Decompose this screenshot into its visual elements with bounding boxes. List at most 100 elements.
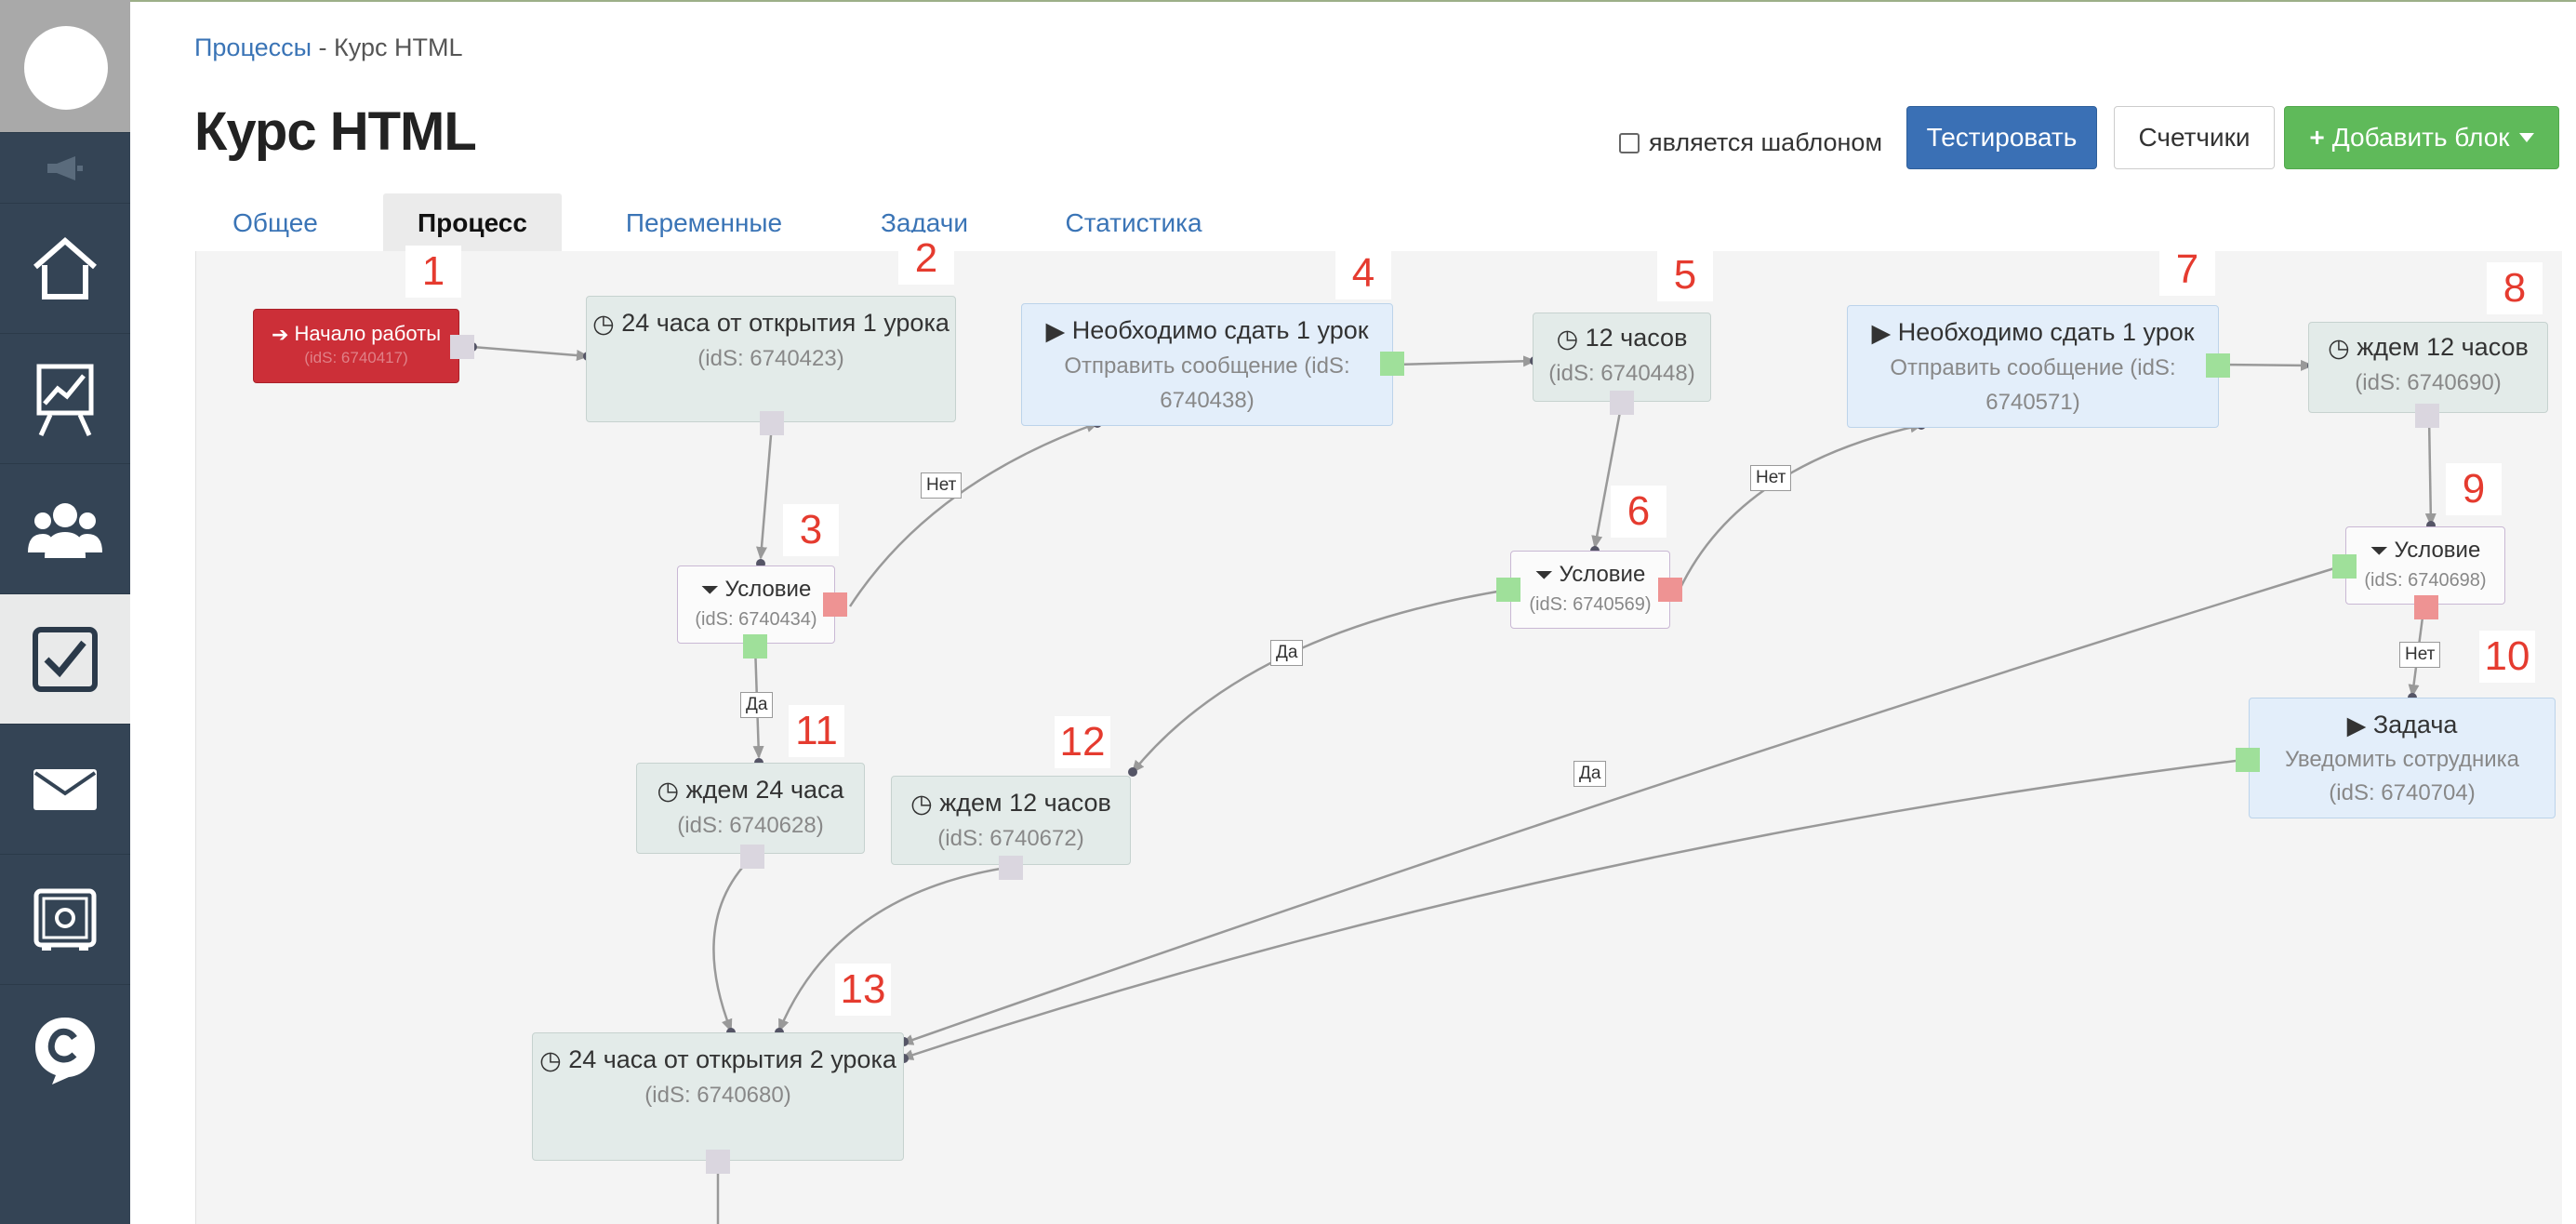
node-output-port[interactable] (760, 411, 784, 435)
node-output-port[interactable] (2415, 404, 2439, 428)
node-timer[interactable]: ◷ 24 часа от открытия 1 урока (idS: 6740… (586, 296, 956, 422)
node-ids: (idS: 6740704) (2329, 780, 2476, 806)
sidebar-item-stats[interactable] (0, 333, 130, 463)
node-output-port[interactable] (999, 856, 1023, 880)
mail-icon (33, 768, 97, 810)
node-title: Условие (724, 577, 812, 602)
node-title: 24 часа от открытия 2 урока (568, 1045, 896, 1073)
node-ids: (idS: 6740569) (1529, 593, 1652, 615)
node-condition[interactable]: ⏷ Условие (idS: 6740434) (677, 565, 835, 644)
template-checkbox-label: является шаблоном (1649, 128, 1883, 156)
clock-icon: ◷ (592, 310, 615, 339)
add-block-button[interactable]: + Добавить блок (2284, 106, 2559, 169)
edge-3-4 (848, 421, 1099, 607)
number-label: 13 (835, 964, 891, 1016)
node-ids: (idS: 6740680) (644, 1083, 791, 1109)
node-title: Необходимо сдать 1 урок (1897, 318, 2195, 346)
test-button[interactable]: Тестировать (1906, 106, 2097, 169)
node-title: 24 часа от открытия 1 урока (621, 309, 949, 337)
page-title: Курс HTML (194, 101, 477, 162)
node-false-port[interactable] (823, 592, 847, 617)
template-checkbox[interactable] (1619, 132, 1640, 153)
node-ids: (idS: 6740423) (697, 346, 844, 372)
edge-2-3 (756, 423, 774, 560)
node-true-port[interactable] (1496, 578, 1520, 602)
play-icon: ▶ (1871, 319, 1892, 348)
node-output-port[interactable] (1610, 391, 1634, 415)
clock-icon: ◷ (910, 790, 933, 818)
play-icon: ▶ (1045, 317, 1066, 346)
tab-tasks[interactable]: Задачи (880, 208, 968, 237)
node-timer[interactable]: ◷ ждем 12 часов (idS: 6740672) (891, 776, 1131, 865)
edge-label-yes: Да (1270, 640, 1304, 666)
node-task[interactable]: ▶ Задача Уведомить сотрудника (idS: 6740… (2249, 698, 2556, 818)
plus-icon: + (2309, 123, 2325, 152)
sidebar-item-brand[interactable] (0, 984, 130, 1114)
sidebar-item-home[interactable] (0, 203, 130, 333)
node-ids: (idS: 6740698) (2364, 569, 2487, 591)
node-output-port[interactable] (450, 335, 474, 359)
node-output-port[interactable] (1380, 352, 1404, 376)
edge-label-yes: Да (740, 692, 774, 718)
filter-icon: ⏷ (2370, 538, 2388, 564)
node-false-port[interactable] (1658, 578, 1682, 602)
avatar[interactable] (24, 26, 108, 110)
sidebar-item-settings[interactable] (0, 854, 130, 984)
node-output-port[interactable] (2236, 748, 2260, 772)
node-start[interactable]: ➔ Начало работы (idS: 6740417) (253, 309, 459, 383)
tab-statistics[interactable]: Статистика (1065, 208, 1202, 237)
node-condition[interactable]: ⏷ Условие (idS: 6740698) (2345, 526, 2505, 605)
tab-process[interactable]: Процесс (383, 193, 562, 253)
node-subtitle: Уведомить сотрудника (2284, 747, 2520, 773)
sidebar-item-tasks[interactable] (0, 593, 130, 724)
tasks-icon (33, 626, 98, 692)
node-output-port[interactable] (740, 845, 764, 869)
edge-4-5 (1394, 355, 1536, 367)
node-output-port[interactable] (706, 1150, 730, 1174)
tab-general[interactable]: Общее (232, 208, 318, 237)
node-timer[interactable]: ◷ 12 часов (idS: 6740448) (1533, 313, 1711, 402)
node-true-port[interactable] (743, 634, 767, 659)
node-ids: (idS: 6740417) (304, 349, 408, 367)
sidebar-avatar-area (0, 0, 130, 132)
node-timer[interactable]: ◷ 24 часа от открытия 2 урока (idS: 6740… (532, 1032, 904, 1161)
number-label: 7 (2159, 244, 2215, 296)
home-icon (33, 236, 97, 299)
edge-7-8 (2218, 359, 2314, 371)
node-true-port[interactable] (2332, 554, 2357, 579)
top-border (0, 0, 2576, 2)
node-title: Условие (1559, 562, 1646, 587)
sidebar-item-users[interactable] (0, 463, 130, 593)
breadcrumb-link-processes[interactable]: Процессы (194, 33, 312, 61)
edge-9-13 (900, 564, 2344, 1045)
node-send-message[interactable]: ▶ Необходимо сдать 1 урок Отправить сооб… (1021, 303, 1393, 426)
edge-11-13 (712, 857, 752, 1032)
node-send-message[interactable]: ▶ Необходимо сдать 1 урок Отправить сооб… (1847, 305, 2219, 428)
number-label: 9 (2446, 463, 2502, 515)
counters-button[interactable]: Счетчики (2114, 106, 2275, 169)
template-checkbox-row[interactable]: является шаблоном (1619, 128, 1882, 157)
number-label: 6 (1611, 486, 1666, 538)
node-output-port[interactable] (2206, 353, 2230, 378)
edge-label-no: Нет (1750, 465, 1792, 491)
number-label: 3 (783, 504, 839, 556)
node-timer[interactable]: ◷ ждем 24 часа (idS: 6740628) (636, 763, 865, 854)
node-ids: (idS: 6740690) (2355, 370, 2502, 396)
node-title: Начало работы (294, 322, 442, 345)
clock-icon: ◷ (657, 777, 679, 805)
node-ids: (idS: 6740434) (695, 608, 817, 630)
sidebar-item-mail[interactable] (0, 724, 130, 854)
node-timer[interactable]: ◷ ждем 12 часов (idS: 6740690) (2308, 322, 2548, 413)
node-title: Условие (2394, 538, 2481, 563)
node-false-port[interactable] (2414, 595, 2438, 619)
filter-icon: ⏷ (700, 577, 719, 603)
sidebar-item-announcements[interactable] (0, 132, 130, 203)
tab-variables[interactable]: Переменные (625, 208, 783, 237)
number-label: 12 (1055, 716, 1110, 768)
node-condition[interactable]: ⏷ Условие (idS: 6740569) (1510, 551, 1670, 629)
clock-icon: ◷ (539, 1046, 562, 1075)
edge-label-no: Нет (2399, 642, 2441, 668)
node-ids: (idS: 6740448) (1548, 361, 1695, 387)
edge-8-9 (2424, 416, 2437, 526)
